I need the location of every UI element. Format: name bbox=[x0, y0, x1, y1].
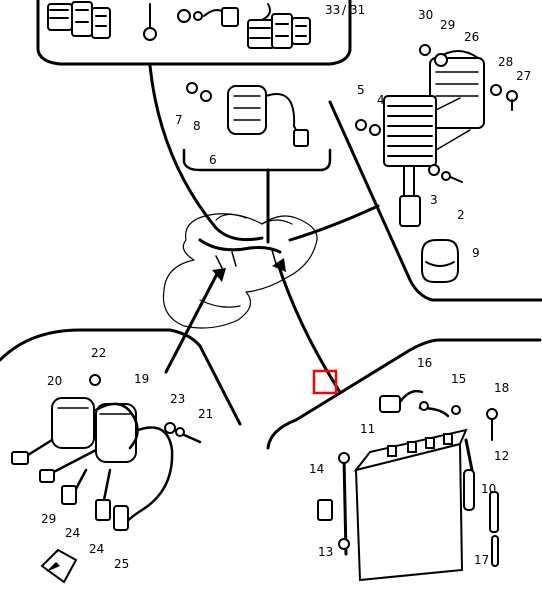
slash-separator: / bbox=[342, 3, 347, 17]
callout-14: 14 bbox=[309, 462, 324, 476]
top-parts-group: 33 / 31 bbox=[36, 0, 365, 66]
battery-group: 16 15 18 11 14 12 10 13 17 bbox=[266, 338, 542, 582]
highlight-box bbox=[312, 369, 338, 395]
callout-25: 25 bbox=[114, 557, 129, 571]
callout-23: 23 bbox=[170, 392, 185, 406]
callout-22: 22 bbox=[91, 346, 106, 360]
callout-17: 17 bbox=[474, 553, 489, 567]
callout-33: 33 bbox=[325, 3, 340, 17]
callout-9: 9 bbox=[472, 246, 480, 260]
callout-16: 16 bbox=[417, 356, 432, 370]
callout-2: 2 bbox=[457, 208, 465, 222]
callout-18: 18 bbox=[494, 381, 509, 395]
callout-29-lower: 29 bbox=[41, 512, 56, 526]
callout-8: 8 bbox=[193, 119, 201, 133]
callout-27: 27 bbox=[516, 69, 531, 83]
callout-12: 12 bbox=[494, 449, 509, 463]
callout-20: 20 bbox=[47, 374, 62, 388]
callout-6: 6 bbox=[209, 153, 217, 167]
callout-13: 13 bbox=[318, 545, 333, 559]
callout-3: 3 bbox=[430, 193, 438, 207]
callout-15: 15 bbox=[451, 372, 466, 386]
callout-19: 19 bbox=[134, 372, 149, 386]
callout-30: 30 bbox=[418, 8, 433, 22]
callout-24-b: 24 bbox=[89, 542, 104, 556]
callout-31: 31 bbox=[350, 3, 365, 17]
callout-7: 7 bbox=[175, 113, 183, 127]
callout-24-a: 24 bbox=[65, 526, 80, 540]
callout-26: 26 bbox=[464, 30, 479, 44]
callout-5: 5 bbox=[357, 83, 365, 97]
callout-11: 11 bbox=[360, 422, 375, 436]
frame-outline bbox=[162, 213, 318, 329]
callout-29: 29 bbox=[440, 18, 455, 32]
relay-group: 7 8 6 bbox=[175, 82, 332, 172]
callout-28: 28 bbox=[498, 55, 513, 69]
callout-10: 10 bbox=[481, 482, 496, 496]
callout-21: 21 bbox=[198, 407, 213, 421]
callout-4: 4 bbox=[377, 93, 385, 107]
ignition-coil-group: 22 20 19 23 21 29 24 24 25 bbox=[0, 328, 242, 584]
harness-wires bbox=[148, 64, 380, 394]
regulator-group: 30 29 26 28 27 5 4 3 2 9 bbox=[328, 8, 542, 302]
